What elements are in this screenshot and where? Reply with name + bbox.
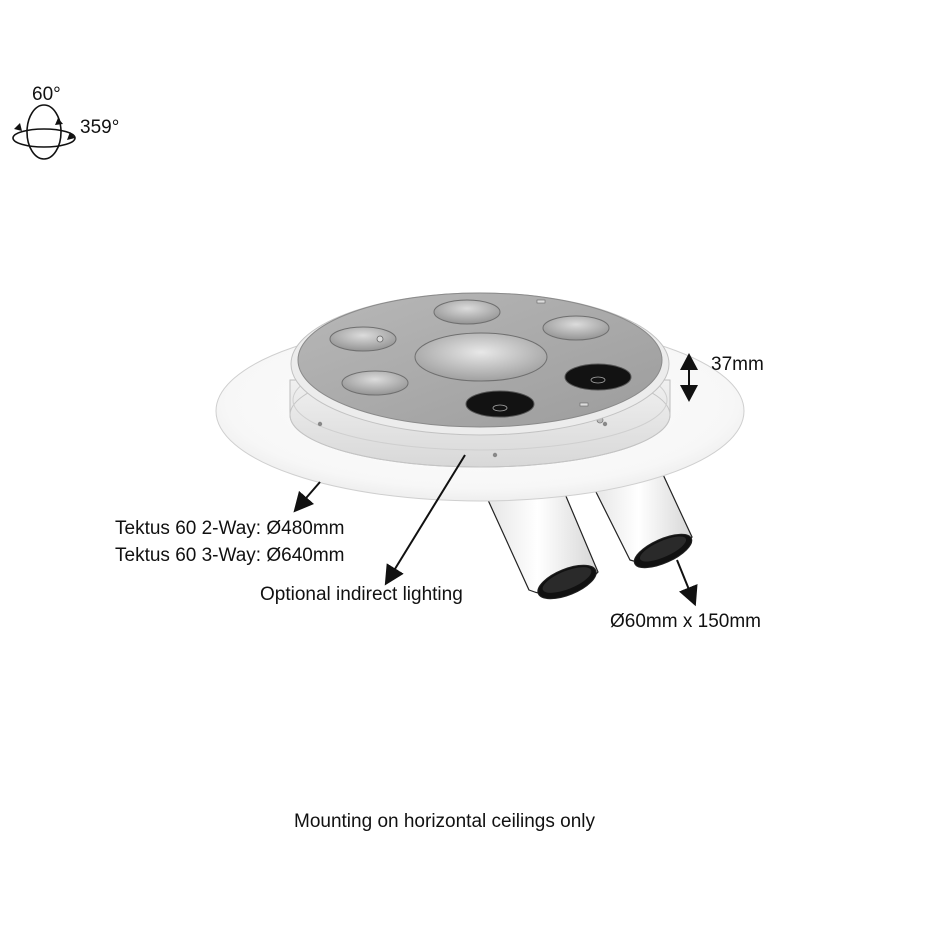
tilt-angle-label: 60° [32,84,61,105]
diameter-arrow [293,481,321,513]
spot-tube-left [487,474,599,600]
mounting-note: Mounting on horizontal ceilings only [294,811,596,832]
indirect-lighting-label: Optional indirect lighting [260,584,463,605]
spot-lens [465,390,535,418]
height-arrow [680,353,698,402]
spot-arrow [676,559,698,607]
three-way-diameter-label: Tektus 60 3-Way: Ø640mm [115,545,345,566]
plate-hole [542,315,610,341]
two-way-diameter-label: Tektus 60 2-Way: Ø480mm [115,518,345,539]
pan-angle-label: 359° [80,117,120,138]
spot-lens [564,363,632,391]
plate-hole [341,370,409,396]
height-dimension-label: 37mm [711,354,764,375]
indirect-arrow [384,454,466,586]
spot-dimension-label: Ø60mm x 150mm [610,611,761,632]
spot-tube-right [594,467,693,569]
center-opening [414,332,548,382]
plate-hole [433,299,501,325]
rotation-icon [12,104,76,160]
plate-hole [329,326,397,352]
